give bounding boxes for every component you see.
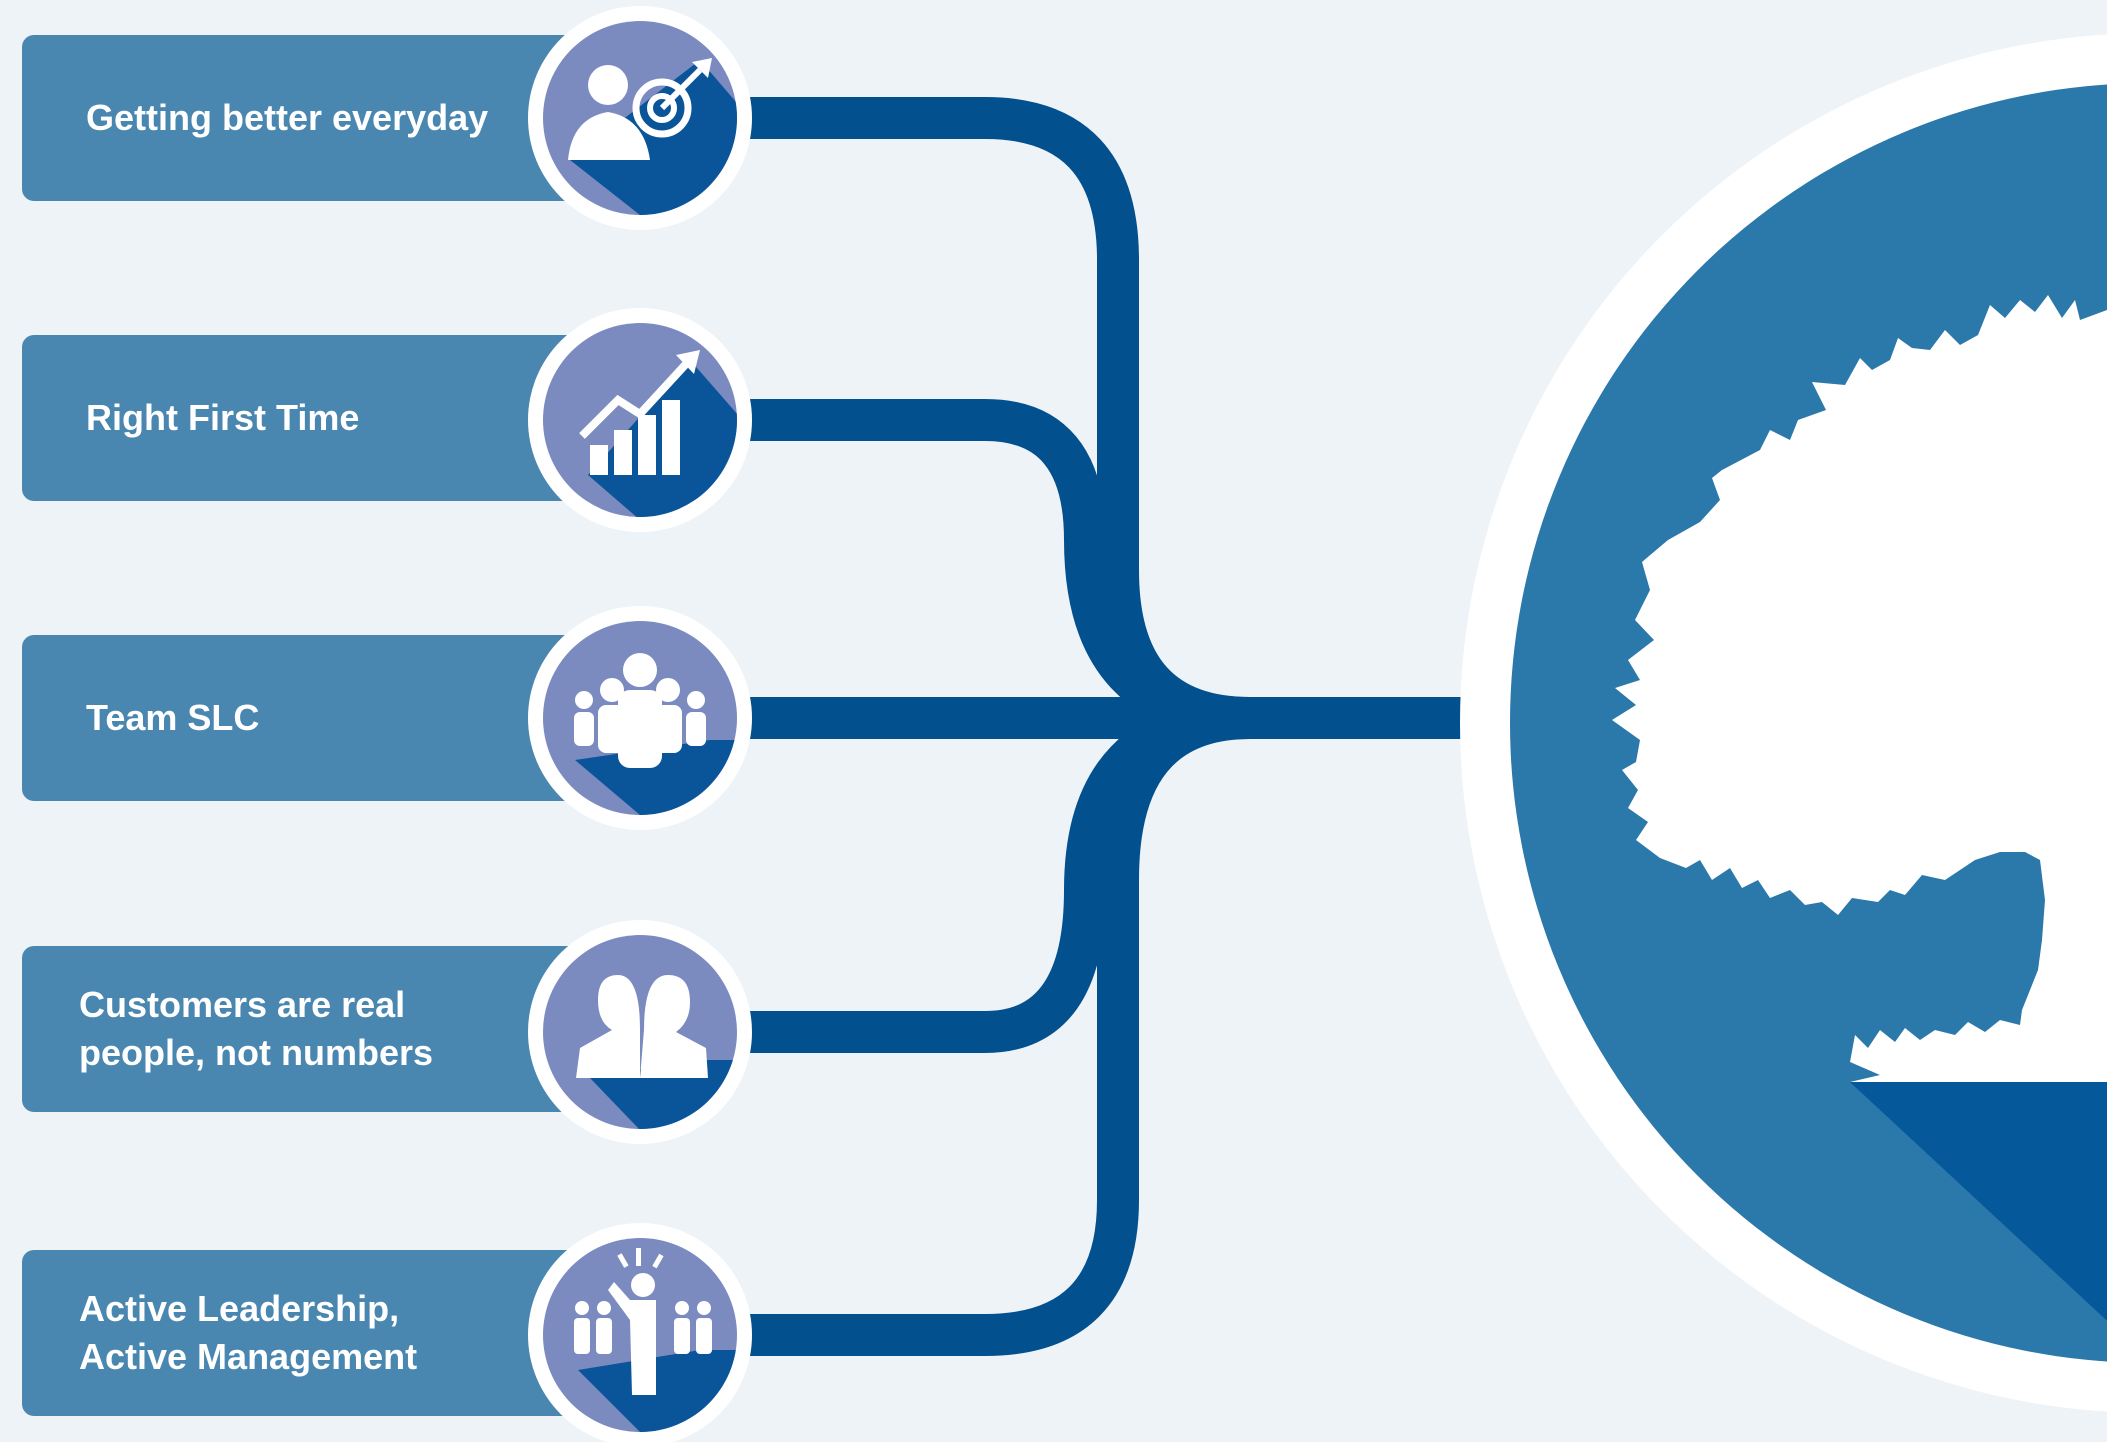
connector-branch-4 [740, 697, 1251, 1053]
value-label-active-leadership: Active Leadership, Active Management [79, 1288, 418, 1377]
value-label-box-4: Customers are real people, not numbers [22, 946, 582, 1112]
value-label-box-5: Active Leadership, Active Management [22, 1250, 582, 1416]
value-label-box-1: Getting better everyday [22, 35, 582, 201]
value-label-box-2: Right First Time [22, 335, 582, 501]
value-label-right-first-time: Right First Time [86, 397, 360, 438]
tree-badge [1460, 34, 2107, 1412]
connector-branch-2 [740, 399, 1251, 739]
tree-long-shadow [1850, 1082, 2107, 1333]
value-label-getting-better: Getting better everyday [86, 97, 489, 138]
value-label-customers: Customers are real people, not numbers [79, 984, 434, 1073]
value-label-box-3: Team SLC [22, 635, 582, 801]
connector-branch-5 [740, 697, 1251, 1356]
connector-lines [740, 97, 1470, 1356]
oak-tree-icon [1612, 295, 2107, 1082]
value-label-team-slc: Team SLC [86, 697, 260, 738]
